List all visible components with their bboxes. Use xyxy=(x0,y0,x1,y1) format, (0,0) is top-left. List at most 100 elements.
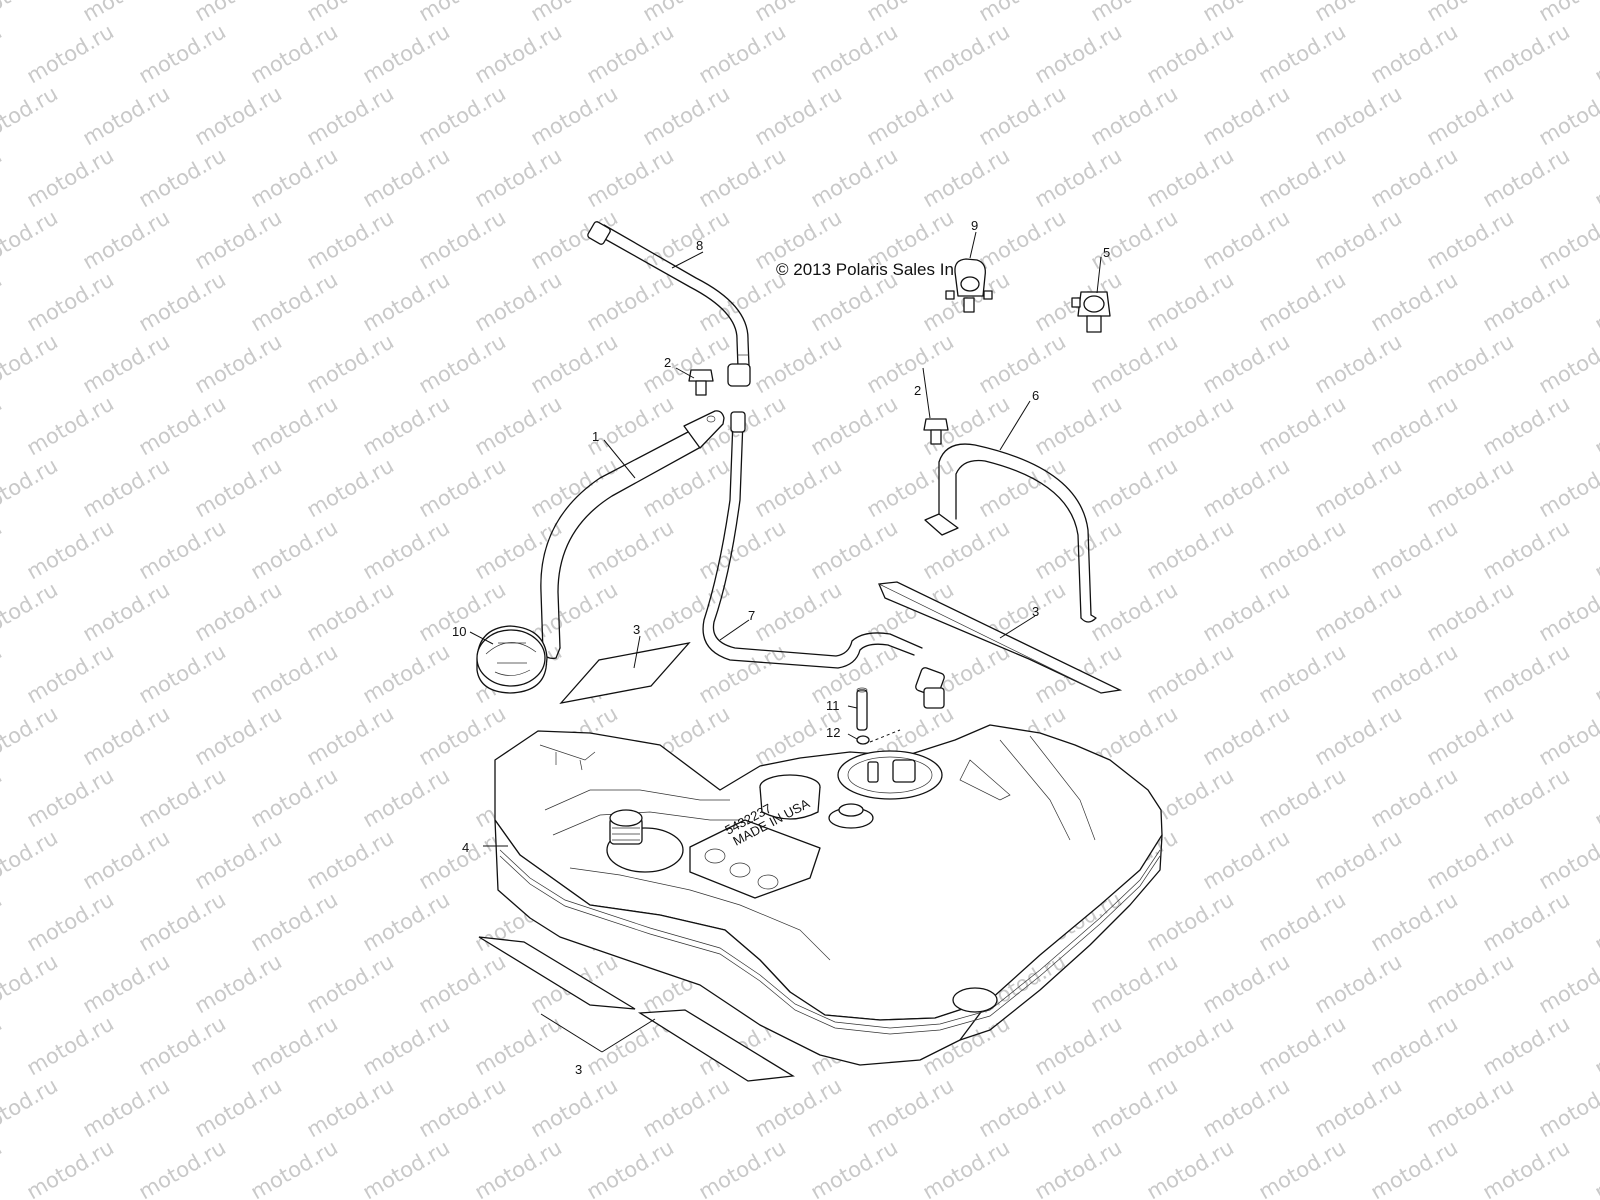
watermark-text: motod.ru xyxy=(1535,949,1600,1018)
watermark-text: motod.ru xyxy=(527,329,622,398)
watermark-text: motod.ru xyxy=(359,515,454,584)
fuel-cap-part xyxy=(476,625,548,694)
watermark-text: motod.ru xyxy=(1143,1011,1238,1080)
watermark-text: motod.ru xyxy=(0,701,62,770)
watermark-text: motod.ru xyxy=(471,267,566,336)
watermark-text: motod.ru xyxy=(751,453,846,522)
watermark-text: motod.ru xyxy=(1199,1073,1294,1142)
vent-hose-part xyxy=(702,411,945,709)
watermark-text: motod.ru xyxy=(863,329,958,398)
watermark-text: motod.ru xyxy=(1591,1135,1600,1200)
callout-10: 10 xyxy=(452,624,466,639)
watermark-text: motod.ru xyxy=(0,205,62,274)
callout-3-upper-right: 3 xyxy=(1032,604,1039,619)
watermark-text: motod.ru xyxy=(1367,639,1462,708)
watermark-text: motod.ru xyxy=(135,515,230,584)
watermark-text: motod.ru xyxy=(135,143,230,212)
watermark-text: motod.ru xyxy=(1367,19,1462,88)
watermark-text: motod.ru xyxy=(1423,329,1518,398)
watermark-text: motod.ru xyxy=(1311,1073,1406,1142)
watermark-text: motod.ru xyxy=(0,0,62,26)
watermark-text: motod.ru xyxy=(471,143,566,212)
watermark-text: motod.ru xyxy=(1143,1135,1238,1200)
watermark-text: motod.ru xyxy=(135,887,230,956)
watermark-text: motod.ru xyxy=(247,763,342,832)
fuel-tank-part: 5432237 MADE IN USA xyxy=(494,724,1163,1066)
watermark-text: motod.ru xyxy=(527,0,622,26)
watermark-text: motod.ru xyxy=(863,0,958,26)
watermark-text: motod.ru xyxy=(415,205,510,274)
watermark-text: motod.ru xyxy=(359,391,454,460)
watermark-text: motod.ru xyxy=(807,19,902,88)
watermark-text: motod.ru xyxy=(1423,81,1518,150)
watermark-text: motod.ru xyxy=(303,825,398,894)
watermark-text: motod.ru xyxy=(303,701,398,770)
callout-2-left: 2 xyxy=(664,355,671,370)
watermark-text: motod.ru xyxy=(1423,949,1518,1018)
watermark-text: motod.ru xyxy=(1255,763,1350,832)
watermark-text: motod.ru xyxy=(1423,577,1518,646)
watermark-text: motod.ru xyxy=(583,515,678,584)
watermark-text: motod.ru xyxy=(1367,1011,1462,1080)
watermark-text: motod.ru xyxy=(1199,0,1294,26)
watermark-text: motod.ru xyxy=(1087,81,1182,150)
watermark-text: motod.ru xyxy=(1367,267,1462,336)
watermark-text: motod.ru xyxy=(1423,453,1518,522)
fastener-right-part xyxy=(923,418,949,445)
watermark-text: motod.ru xyxy=(471,19,566,88)
watermark-text: motod.ru xyxy=(863,81,958,150)
watermark-text: motod.ru xyxy=(415,1073,510,1142)
watermark-text: motod.ru xyxy=(1367,763,1462,832)
watermark-text: motod.ru xyxy=(1479,639,1574,708)
watermark-text: motod.ru xyxy=(23,887,118,956)
watermark-text: motod.ru xyxy=(583,143,678,212)
watermark-text: motod.ru xyxy=(1031,1011,1126,1080)
watermark-text: motod.ru xyxy=(1199,453,1294,522)
watermark-text: motod.ru xyxy=(79,825,174,894)
watermark-text: motod.ru xyxy=(1535,577,1600,646)
watermark-text: motod.ru xyxy=(191,825,286,894)
watermark-text: motod.ru xyxy=(23,391,118,460)
watermark-text: motod.ru xyxy=(1255,1135,1350,1200)
watermark-text: motod.ru xyxy=(639,81,734,150)
watermark-text: motod.ru xyxy=(1591,515,1600,584)
watermark-text: motod.ru xyxy=(583,1135,678,1200)
watermark-text: motod.ru xyxy=(919,1135,1014,1200)
vent-line-part xyxy=(587,221,751,387)
watermark-text: motod.ru xyxy=(1087,329,1182,398)
watermark-text: motod.ru xyxy=(23,143,118,212)
callout-11: 11 xyxy=(826,698,840,713)
callout-8: 8 xyxy=(696,238,703,253)
watermark-text: motod.ru xyxy=(79,205,174,274)
watermark-text: motod.ru xyxy=(1591,763,1600,832)
clip-right-part xyxy=(1071,291,1111,333)
watermark-text: motod.ru xyxy=(527,453,622,522)
watermark-text: motod.ru xyxy=(639,577,734,646)
watermark-text: motod.ru xyxy=(135,267,230,336)
watermark-text: motod.ru xyxy=(0,639,6,708)
watermark-text: motod.ru xyxy=(191,329,286,398)
watermark-text: motod.ru xyxy=(639,329,734,398)
watermark-text: motod.ru xyxy=(303,205,398,274)
watermark-text: motod.ru xyxy=(0,763,6,832)
watermark-text: motod.ru xyxy=(639,205,734,274)
watermark-text: motod.ru xyxy=(1591,19,1600,88)
watermark-text: motod.ru xyxy=(1535,825,1600,894)
watermark-text: motod.ru xyxy=(79,329,174,398)
watermark-text: motod.ru xyxy=(0,81,62,150)
watermark-text: motod.ru xyxy=(135,639,230,708)
watermark-text: motod.ru xyxy=(1311,825,1406,894)
copyright-text: © 2013 Polaris Sales Inc. xyxy=(776,260,967,279)
watermark-text: motod.ru xyxy=(583,391,678,460)
watermark-text: motod.ru xyxy=(1311,453,1406,522)
callout-3-upper-middle: 3 xyxy=(633,622,640,637)
watermark-text: motod.ru xyxy=(695,143,790,212)
watermark-text: motod.ru xyxy=(1535,0,1600,26)
watermark-text: motod.ru xyxy=(415,0,510,26)
watermark-text: motod.ru xyxy=(359,887,454,956)
watermark-text: motod.ru xyxy=(1199,81,1294,150)
leader-lines xyxy=(469,231,1102,1053)
watermark-text: motod.ru xyxy=(1311,81,1406,150)
callout-5: 5 xyxy=(1103,245,1110,260)
